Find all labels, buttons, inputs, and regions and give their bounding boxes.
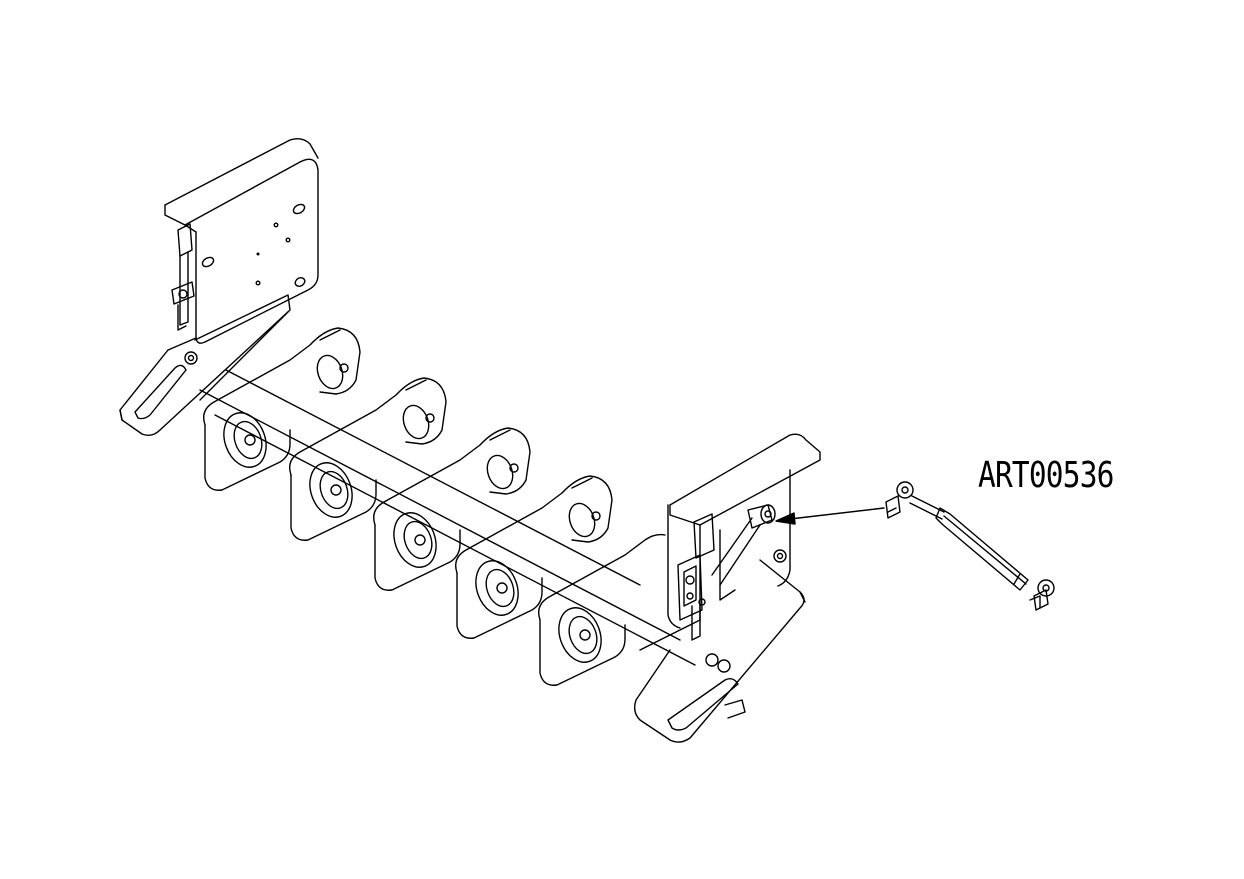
roller-arm-5 (539, 535, 665, 686)
roller-arm-4 (456, 476, 612, 638)
roller-arm-2 (290, 378, 446, 540)
roller-arm-1 (204, 328, 360, 490)
center-beam (200, 370, 695, 665)
gas-spring-part (886, 482, 1054, 610)
left-mounting-bracket (120, 139, 318, 436)
right-mounting-bracket (635, 434, 820, 742)
roller-arm-3 (374, 428, 530, 590)
part-number-label: ART00536 (978, 455, 1114, 496)
callout-leader (776, 508, 884, 524)
